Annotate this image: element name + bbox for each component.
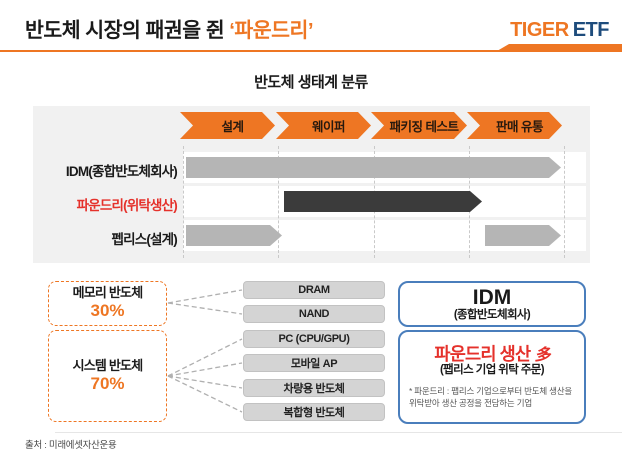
- row-label-foundry: 파운드리(위탁생산): [76, 198, 178, 213]
- column-separator: [278, 146, 279, 258]
- category-box-automotive: 차량용 반도체: [243, 379, 385, 397]
- header-divider-line: [0, 50, 622, 52]
- category-box-mobile-ap: 모바일 AP: [243, 354, 385, 372]
- memory-box-percent: 30%: [90, 301, 125, 321]
- logo-etf-text: ETF: [572, 19, 610, 41]
- foundry-footnote: * 파운드리 : 팹리스 기업으로부터 반도체 생산을 위탁받아 생산 공정을 …: [409, 386, 573, 408]
- stage-label: 설계: [221, 120, 244, 134]
- section-title: 반도체 생태계 분류: [254, 74, 368, 91]
- foundry-box-title: 파운드리 생산 多: [400, 344, 584, 364]
- ecosystem-diagram-panel: 설계 웨이퍼 패키징 테스트 판매 유통 IDM(종합반도체회사) 파운드리(위…: [33, 106, 590, 263]
- page-title-accent: ‘파운드리’: [229, 19, 314, 42]
- foundry-many-character: 多: [534, 345, 550, 364]
- system-box-title: 시스템 반도체: [72, 357, 144, 373]
- row-label-fabless: 펩리스(설계): [111, 232, 178, 247]
- foundry-box-subtitle: (팹리스 기업 위탁 주문): [439, 364, 545, 377]
- idm-result-box: IDM (종합반도체회사): [398, 281, 586, 327]
- column-separator: [564, 146, 565, 258]
- source-text: 출처 : 미래에셋자산운용: [25, 440, 117, 451]
- page-title: 반도체 시장의 패권을 쥔‘파운드리’: [25, 13, 314, 43]
- idm-box-subtitle: (종합반도체회사): [453, 309, 531, 322]
- category-box-pc: PC (CPU/GPU): [243, 330, 385, 348]
- idm-span-arrow: [186, 157, 561, 178]
- header-divider-accent-bar: [497, 44, 622, 51]
- stage-label: 판매 유통: [496, 120, 543, 134]
- logo-tiger-text: TIGER: [510, 19, 569, 41]
- stage-label: 웨이퍼: [311, 120, 345, 134]
- stage-chevron-packaging-test: 패키징 테스트: [371, 112, 467, 139]
- foundry-result-box: 파운드리 생산 多 (팹리스 기업 위탁 주문) * 파운드리 : 팹리스 기업…: [398, 330, 586, 424]
- stage-chevron-design: 설계: [180, 112, 275, 139]
- stage-chevron-wafer: 웨이퍼: [276, 112, 371, 139]
- memory-semiconductor-box: 메모리 반도체 30%: [48, 281, 167, 326]
- stage-chevron-sales-distribution: 판매 유통: [467, 112, 562, 139]
- fabless-design-span-arrow: [186, 225, 282, 246]
- page-title-text: 반도체 시장의 패권을 쥔: [25, 19, 225, 42]
- foundry-span-arrow: [284, 191, 482, 212]
- system-semiconductor-box: 시스템 반도체 70%: [48, 330, 167, 422]
- fabless-sales-span-arrow: [485, 225, 561, 246]
- memory-box-title: 메모리 반도체: [72, 285, 144, 301]
- stage-label: 패키징 테스트: [389, 120, 459, 134]
- category-box-nand: NAND: [243, 305, 385, 323]
- foundry-title-text: 파운드리 생산: [434, 344, 531, 364]
- system-box-percent: 70%: [90, 373, 125, 393]
- footer-divider: [55, 432, 622, 433]
- row-label-idm: IDM(종합반도체회사): [65, 164, 178, 179]
- column-separator: [183, 146, 184, 258]
- category-box-composite: 복합형 반도체: [243, 403, 385, 421]
- idm-box-title: IDM: [472, 286, 512, 309]
- category-box-dram: DRAM: [243, 281, 385, 299]
